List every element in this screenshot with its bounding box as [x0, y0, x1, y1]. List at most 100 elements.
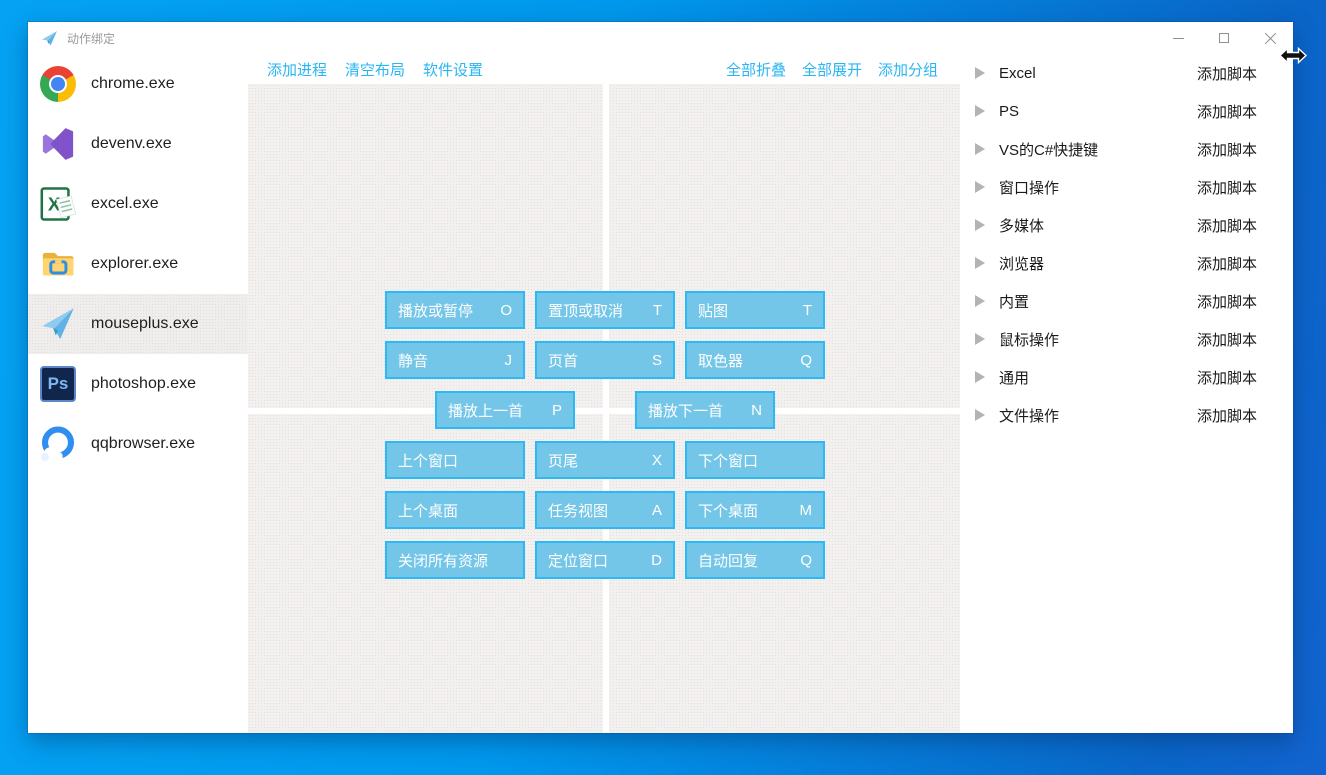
sidebar-item-mouseplus[interactable]: mouseplus.exe	[28, 294, 248, 354]
binding-prev-window[interactable]: 上个窗口	[385, 441, 525, 479]
group-row-file-ops[interactable]: 文件操作 添加脚本	[960, 396, 1293, 434]
maximize-button[interactable]	[1201, 22, 1247, 54]
binding-task-view[interactable]: 任务视图 A	[535, 491, 675, 529]
binding-key: Q	[800, 551, 812, 569]
action-binding-window: 动作绑定 chrome.exe devenv.exe	[28, 22, 1293, 733]
add-script-button[interactable]: 添加脚本	[1196, 331, 1257, 349]
binding-label: 上个窗口	[398, 452, 459, 470]
collapse-all-link[interactable]: 全部折叠	[725, 61, 786, 79]
binding-page-bottom[interactable]: 页尾 X	[535, 441, 675, 479]
add-script-button[interactable]: 添加脚本	[1196, 369, 1257, 387]
toolbar-right-group: 全部折叠 全部展开 添加分组	[710, 59, 938, 80]
group-row-ps[interactable]: PS 添加脚本	[960, 92, 1293, 130]
binding-label: 播放下一首	[648, 402, 724, 420]
add-process-link[interactable]: 添加进程	[267, 61, 328, 79]
group-row-general[interactable]: 通用 添加脚本	[960, 358, 1293, 396]
binding-key: D	[651, 551, 662, 569]
paper-plane-icon	[40, 306, 76, 342]
binding-label: 定位窗口	[548, 552, 609, 570]
group-label: VS的C#快捷键	[999, 141, 1099, 159]
group-row-mouse-ops[interactable]: 鼠标操作 添加脚本	[960, 320, 1293, 358]
group-row-excel[interactable]: Excel 添加脚本	[960, 54, 1293, 92]
add-script-button[interactable]: 添加脚本	[1196, 255, 1257, 273]
expand-triangle-icon[interactable]	[975, 295, 985, 307]
expand-triangle-icon[interactable]	[975, 333, 985, 345]
binding-key: T	[652, 301, 662, 319]
binding-label: 置顶或取消	[548, 302, 624, 320]
expand-all-link[interactable]: 全部展开	[801, 61, 862, 79]
binding-key: P	[551, 401, 562, 419]
sidebar-item-devenv[interactable]: devenv.exe	[28, 114, 248, 174]
titlebar: 动作绑定	[28, 22, 1293, 54]
process-name: devenv.exe	[91, 135, 172, 152]
sidebar-item-qqbrowser[interactable]: qqbrowser.exe	[28, 414, 248, 474]
binding-label: 关闭所有资源	[398, 552, 489, 570]
expand-triangle-icon[interactable]	[975, 67, 985, 79]
binding-mute[interactable]: 静音 J	[385, 341, 525, 379]
process-name: qqbrowser.exe	[91, 435, 196, 452]
binding-pin-toggle[interactable]: 置顶或取消 T	[535, 291, 675, 329]
add-group-link[interactable]: 添加分组	[877, 61, 938, 79]
expand-triangle-icon[interactable]	[975, 181, 985, 193]
binding-auto-reply[interactable]: 自动回复 Q	[685, 541, 825, 579]
visual-studio-icon	[40, 126, 76, 162]
add-script-button[interactable]: 添加脚本	[1196, 217, 1257, 235]
add-script-button[interactable]: 添加脚本	[1196, 293, 1257, 311]
binding-key: O	[500, 301, 512, 319]
window-content: chrome.exe devenv.exe X	[28, 54, 1293, 733]
binding-color-picker[interactable]: 取色器 Q	[685, 341, 825, 379]
binding-next-desktop[interactable]: 下个桌面 M	[685, 491, 825, 529]
binding-locate-window[interactable]: 定位窗口 D	[535, 541, 675, 579]
binding-screenshot-paste[interactable]: 贴图 T	[685, 291, 825, 329]
binding-play-pause[interactable]: 播放或暂停 O	[385, 291, 525, 329]
binding-key: T	[802, 301, 812, 319]
group-label: 鼠标操作	[999, 331, 1060, 349]
add-script-button[interactable]: 添加脚本	[1196, 179, 1257, 197]
toolbar-left-group: 添加进程 清空布局 软件设置	[267, 59, 501, 80]
add-script-button[interactable]: 添加脚本	[1196, 65, 1257, 83]
software-settings-link[interactable]: 软件设置	[423, 61, 484, 79]
group-row-browser[interactable]: 浏览器 添加脚本	[960, 244, 1293, 282]
binding-prev-track[interactable]: 播放上一首 P	[435, 391, 575, 429]
add-script-button[interactable]: 添加脚本	[1196, 141, 1257, 159]
sidebar-item-explorer[interactable]: explorer.exe	[28, 234, 248, 294]
add-script-button[interactable]: 添加脚本	[1196, 103, 1257, 121]
process-name: mouseplus.exe	[91, 315, 199, 332]
group-label: 文件操作	[999, 407, 1060, 425]
svg-text:X: X	[48, 193, 61, 214]
sidebar-item-excel[interactable]: X excel.exe	[28, 174, 248, 234]
expand-triangle-icon[interactable]	[975, 409, 985, 421]
binding-next-track[interactable]: 播放下一首 N	[635, 391, 775, 429]
group-row-vs-csharp[interactable]: VS的C#快捷键 添加脚本	[960, 130, 1293, 168]
expand-triangle-icon[interactable]	[975, 371, 985, 383]
binding-page-top[interactable]: 页首 S	[535, 341, 675, 379]
binding-label: 下个桌面	[698, 502, 759, 520]
expand-triangle-icon[interactable]	[975, 219, 985, 231]
binding-close-all-resources[interactable]: 关闭所有资源	[385, 541, 525, 579]
expand-triangle-icon[interactable]	[975, 257, 985, 269]
process-name: excel.exe	[91, 195, 159, 212]
binding-key: N	[751, 401, 762, 419]
process-name: explorer.exe	[91, 255, 179, 272]
group-row-builtin[interactable]: 内置 添加脚本	[960, 282, 1293, 320]
expand-triangle-icon[interactable]	[975, 143, 985, 155]
sidebar-item-photoshop[interactable]: Ps photoshop.exe	[28, 354, 248, 414]
clear-layout-link[interactable]: 清空布局	[345, 61, 406, 79]
group-row-window-ops[interactable]: 窗口操作 添加脚本	[960, 168, 1293, 206]
photoshop-icon: Ps	[40, 366, 76, 402]
add-script-button[interactable]: 添加脚本	[1196, 407, 1257, 425]
process-name: photoshop.exe	[91, 375, 196, 392]
group-label: 浏览器	[999, 255, 1045, 273]
excel-icon: X	[40, 186, 76, 222]
expand-triangle-icon[interactable]	[975, 105, 985, 117]
binding-next-window[interactable]: 下个窗口	[685, 441, 825, 479]
binding-prev-desktop[interactable]: 上个桌面	[385, 491, 525, 529]
binding-label: 自动回复	[698, 552, 759, 570]
group-label: 通用	[999, 369, 1030, 387]
binding-label: 任务视图	[548, 502, 609, 520]
close-button[interactable]	[1247, 22, 1293, 54]
sidebar-item-chrome[interactable]: chrome.exe	[28, 54, 248, 114]
group-row-multimedia[interactable]: 多媒体 添加脚本	[960, 206, 1293, 244]
binding-label: 页首	[548, 352, 579, 370]
minimize-button[interactable]	[1155, 22, 1201, 54]
